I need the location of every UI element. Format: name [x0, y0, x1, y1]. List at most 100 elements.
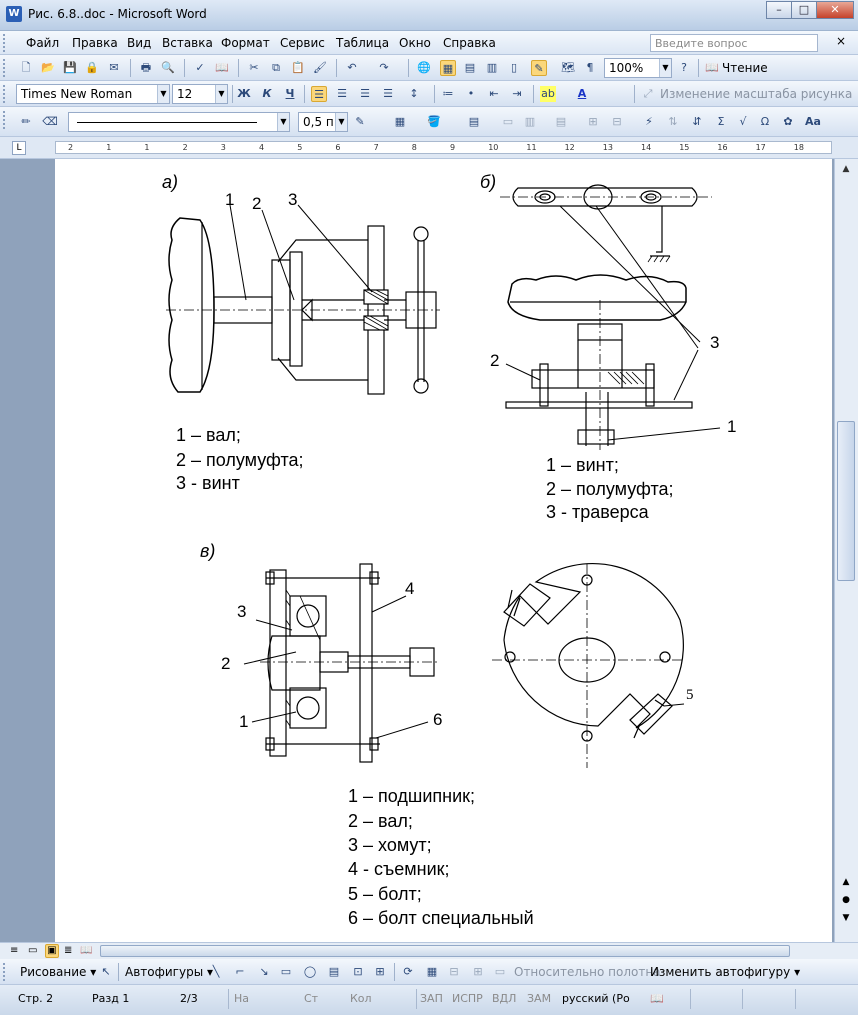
- insert-table-icon[interactable]: ▤: [464, 61, 476, 74]
- copy-icon[interactable]: ⧉: [272, 61, 280, 74]
- scrollbar-thumb[interactable]: [837, 421, 855, 581]
- decrease-indent-icon[interactable]: ⇤: [489, 87, 499, 100]
- toolbar-grip[interactable]: [3, 111, 7, 129]
- new-document-icon[interactable]: 🗋: [21, 61, 31, 74]
- underline-button[interactable]: Ч: [285, 87, 295, 100]
- menu-window[interactable]: Окно: [399, 36, 431, 50]
- chevron-down-icon[interactable]: ▼: [335, 113, 347, 131]
- horizontal-scrollbar[interactable]: ≡ ▭ ▣ ≣ 📖: [0, 942, 858, 959]
- permission-icon[interactable]: 🔒: [85, 61, 99, 74]
- menu-insert[interactable]: Вставка: [162, 36, 213, 50]
- highlight-icon[interactable]: ab: [540, 86, 556, 102]
- autoformat-icon[interactable]: ⚡: [645, 115, 653, 128]
- reading-view-icon[interactable]: 📖: [80, 945, 93, 956]
- change-autoshape-button[interactable]: Изменить автофигуру ▾: [650, 965, 801, 979]
- menu-help[interactable]: Справка: [443, 36, 496, 50]
- open-icon[interactable]: 📂: [41, 61, 55, 74]
- menu-format[interactable]: Формат: [221, 36, 270, 50]
- zoom-combo[interactable]: 100%▼: [604, 58, 672, 78]
- border-color-icon[interactable]: ✎: [355, 115, 365, 128]
- normal-view-icon[interactable]: ≡: [10, 945, 19, 956]
- print-layout-icon[interactable]: ▣: [45, 944, 59, 958]
- chevron-down-icon[interactable]: ▼: [277, 113, 289, 131]
- oval-icon[interactable]: ◯: [303, 965, 317, 978]
- rectangle-icon[interactable]: ▭: [280, 965, 292, 978]
- format-painter-icon[interactable]: 🖌: [313, 61, 327, 74]
- styles-icon[interactable]: ✿: [783, 115, 793, 128]
- document-map-icon[interactable]: 🗺: [561, 61, 575, 74]
- toolbar-grip[interactable]: [3, 963, 7, 981]
- chevron-down-icon[interactable]: ▼: [659, 59, 671, 77]
- save-icon[interactable]: 💾: [63, 61, 77, 74]
- autosum-icon[interactable]: Σ: [717, 115, 725, 128]
- group-icon[interactable]: ⊡: [353, 965, 363, 978]
- chevron-down-icon[interactable]: ▼: [215, 85, 227, 103]
- status-overtype[interactable]: ЗАМ: [527, 992, 552, 1005]
- show-hide-icon[interactable]: ¶: [586, 61, 594, 74]
- insert-table-icon[interactable]: ▤: [468, 115, 480, 128]
- justify-icon[interactable]: ☰: [383, 87, 393, 100]
- research-icon[interactable]: 📖: [215, 61, 229, 74]
- scroll-up-icon[interactable]: ▲: [842, 164, 850, 174]
- status-track[interactable]: ИСПР: [452, 992, 483, 1005]
- browse-object-icon[interactable]: ●: [842, 895, 850, 905]
- outline-view-icon[interactable]: ≣: [64, 945, 73, 956]
- print-preview-icon[interactable]: 🔍: [161, 61, 175, 74]
- toolbar-grip[interactable]: [3, 85, 7, 103]
- tables-borders-icon[interactable]: ▦: [440, 60, 456, 76]
- line-icon[interactable]: ╲: [212, 965, 220, 978]
- paste-icon[interactable]: 📋: [291, 61, 305, 74]
- status-language[interactable]: русский (Ро: [562, 992, 630, 1005]
- help-icon[interactable]: ?: [681, 61, 687, 74]
- previous-page-icon[interactable]: ▲: [842, 877, 850, 887]
- eraser-icon[interactable]: ⌫: [42, 115, 58, 128]
- cut-icon[interactable]: ✂: [249, 61, 259, 74]
- draw-table-icon[interactable]: ✏: [21, 115, 31, 128]
- toolbar-grip[interactable]: [3, 59, 7, 77]
- connector-icon[interactable]: ⌐: [235, 965, 245, 978]
- hyperlink-icon[interactable]: 🌐: [417, 61, 431, 74]
- document-close-icon[interactable]: ×: [836, 34, 847, 48]
- next-page-icon[interactable]: ▼: [842, 913, 850, 923]
- drawing-icon[interactable]: ✎: [531, 60, 547, 76]
- close-button[interactable]: ✕: [816, 1, 854, 19]
- text-box-icon[interactable]: ▤: [328, 965, 340, 978]
- menu-tools[interactable]: Сервис: [280, 36, 325, 50]
- email-icon[interactable]: ✉: [109, 61, 119, 74]
- ungroup-icon[interactable]: ⊞: [375, 965, 385, 978]
- line-spacing-icon[interactable]: ↕: [409, 87, 419, 100]
- columns-icon[interactable]: ▯: [510, 61, 518, 74]
- grid-icon[interactable]: ▦: [426, 965, 438, 978]
- menu-table[interactable]: Таблица: [336, 36, 390, 50]
- equation-icon[interactable]: √: [739, 115, 747, 128]
- bullets-icon[interactable]: •: [467, 87, 475, 100]
- web-view-icon[interactable]: ▭: [28, 945, 38, 956]
- spelling-icon[interactable]: ✓: [195, 61, 205, 74]
- menu-edit[interactable]: Правка: [72, 36, 118, 50]
- status-extend[interactable]: ВДЛ: [492, 992, 517, 1005]
- reading-button[interactable]: Чтение: [722, 61, 768, 75]
- text-effects-icon[interactable]: Aa: [805, 115, 821, 128]
- reading-icon[interactable]: 📖: [705, 61, 719, 74]
- maximize-button[interactable]: □: [791, 1, 817, 19]
- chevron-down-icon[interactable]: ▼: [157, 85, 169, 103]
- rotate-icon[interactable]: ⟳: [403, 965, 413, 978]
- menu-view[interactable]: Вид: [127, 36, 152, 50]
- italic-button[interactable]: К: [262, 87, 272, 100]
- font-name-combo[interactable]: Times New Roman▼: [16, 84, 170, 104]
- menu-file[interactable]: Файл: [26, 36, 60, 50]
- autoshapes-button[interactable]: Автофигуры ▾: [125, 965, 214, 979]
- menu-grip[interactable]: [3, 34, 7, 52]
- scrollbar-thumb[interactable]: [100, 945, 790, 957]
- word-app-icon[interactable]: W: [6, 6, 22, 22]
- font-color-icon[interactable]: A: [577, 87, 587, 100]
- align-right-icon[interactable]: ☰: [360, 87, 370, 100]
- spelling-status-icon[interactable]: 📖: [650, 992, 664, 1005]
- insert-excel-icon[interactable]: ▥: [486, 61, 498, 74]
- vertical-scrollbar[interactable]: ▲ ▲ ● ▼: [834, 159, 858, 942]
- help-question-input[interactable]: Введите вопрос: [650, 34, 818, 52]
- document-page[interactable]: а) 1 2 3 1 – вал; 2 – полумуфта; 3 - вин…: [55, 159, 832, 942]
- select-objects-icon[interactable]: ↖: [101, 965, 111, 978]
- increase-indent-icon[interactable]: ⇥: [512, 87, 522, 100]
